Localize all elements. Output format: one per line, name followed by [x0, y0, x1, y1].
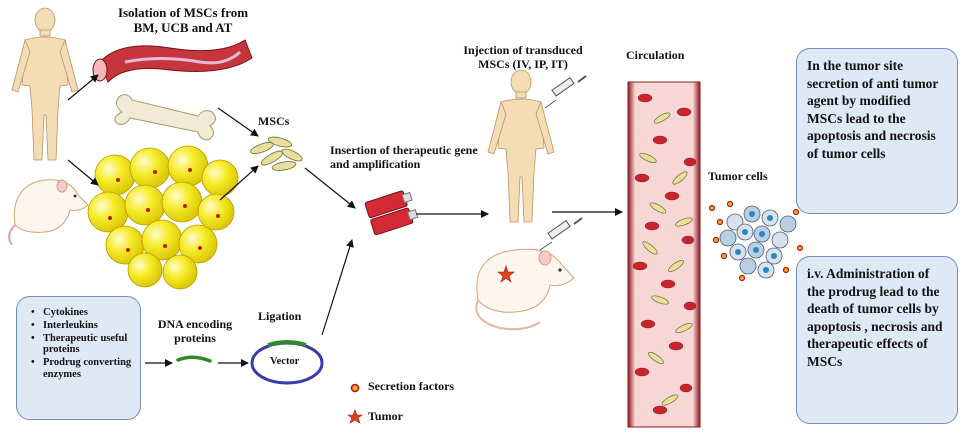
legend-tumor-icon [347, 409, 363, 424]
label-tumor-cells: Tumor cells [708, 169, 768, 183]
red-blood-cells [632, 93, 697, 415]
gene-inputs-list: Cytokines Interleukins Therapeutic usefu… [27, 307, 134, 381]
label-ligation: Ligation [258, 309, 302, 323]
legend-tumor-label: Tumor [368, 409, 403, 423]
adipose-dots [108, 168, 220, 252]
flow-arrows [67, 74, 623, 367]
blood-vessel-icon [92, 39, 253, 83]
legend-secretion-icon [350, 383, 360, 393]
human-figure-left [11, 7, 79, 161]
label-insertion: Insertion of therapeutic gene and amplif… [330, 143, 478, 171]
legend-secretion-label: Secretion factors [368, 379, 455, 393]
label-vector: Vector [270, 356, 300, 367]
vector-plasmid-icon [250, 340, 324, 385]
syringe-icon-bottom [539, 217, 583, 251]
human-figure-middle [487, 69, 555, 223]
label-dna-encoding: DNA encoding proteins [157, 317, 233, 345]
list-item: Prodrug converting enzymes [31, 357, 134, 381]
tumor-site-box: In the tumor site secretion of anti tumo… [796, 48, 958, 214]
prodrug-text: i.v. Administration of the prodrug lead … [807, 266, 943, 369]
label-isolation: Isolation of MSCs from BM, UCB and AT [117, 5, 249, 35]
label-circulation: Circulation [626, 48, 685, 62]
syringe-icon-top [544, 75, 587, 109]
label-mscs: MSCs [258, 114, 290, 128]
tumor-star-on-rat [497, 265, 515, 283]
dna-fragment-icon [176, 355, 212, 363]
tumor-cell-nuclei [735, 211, 777, 273]
rat-figure-left [8, 179, 89, 246]
culture-flasks-icon [364, 190, 419, 236]
rat-figure-middle [475, 248, 575, 331]
bone-icon [114, 94, 216, 141]
prodrug-box: i.v. Administration of the prodrug lead … [796, 256, 958, 424]
adipose-tissue-icon [87, 145, 239, 290]
tumor-cells-cluster [719, 205, 797, 279]
secretion-factor-dots [708, 200, 804, 282]
msc-cells-icon [250, 136, 303, 171]
gene-inputs-box: Cytokines Interleukins Therapeutic usefu… [16, 296, 141, 420]
list-item: Cytokines [31, 307, 134, 319]
label-injection: Injection of transduced MSCs (IV, IP, IT… [463, 43, 583, 71]
tumor-site-text: In the tumor site secretion of anti tumo… [807, 58, 939, 161]
list-item: Therapeutic useful proteins [31, 333, 134, 357]
msc-cells-in-vessel [639, 112, 693, 406]
list-item: Interleukins [31, 320, 134, 332]
